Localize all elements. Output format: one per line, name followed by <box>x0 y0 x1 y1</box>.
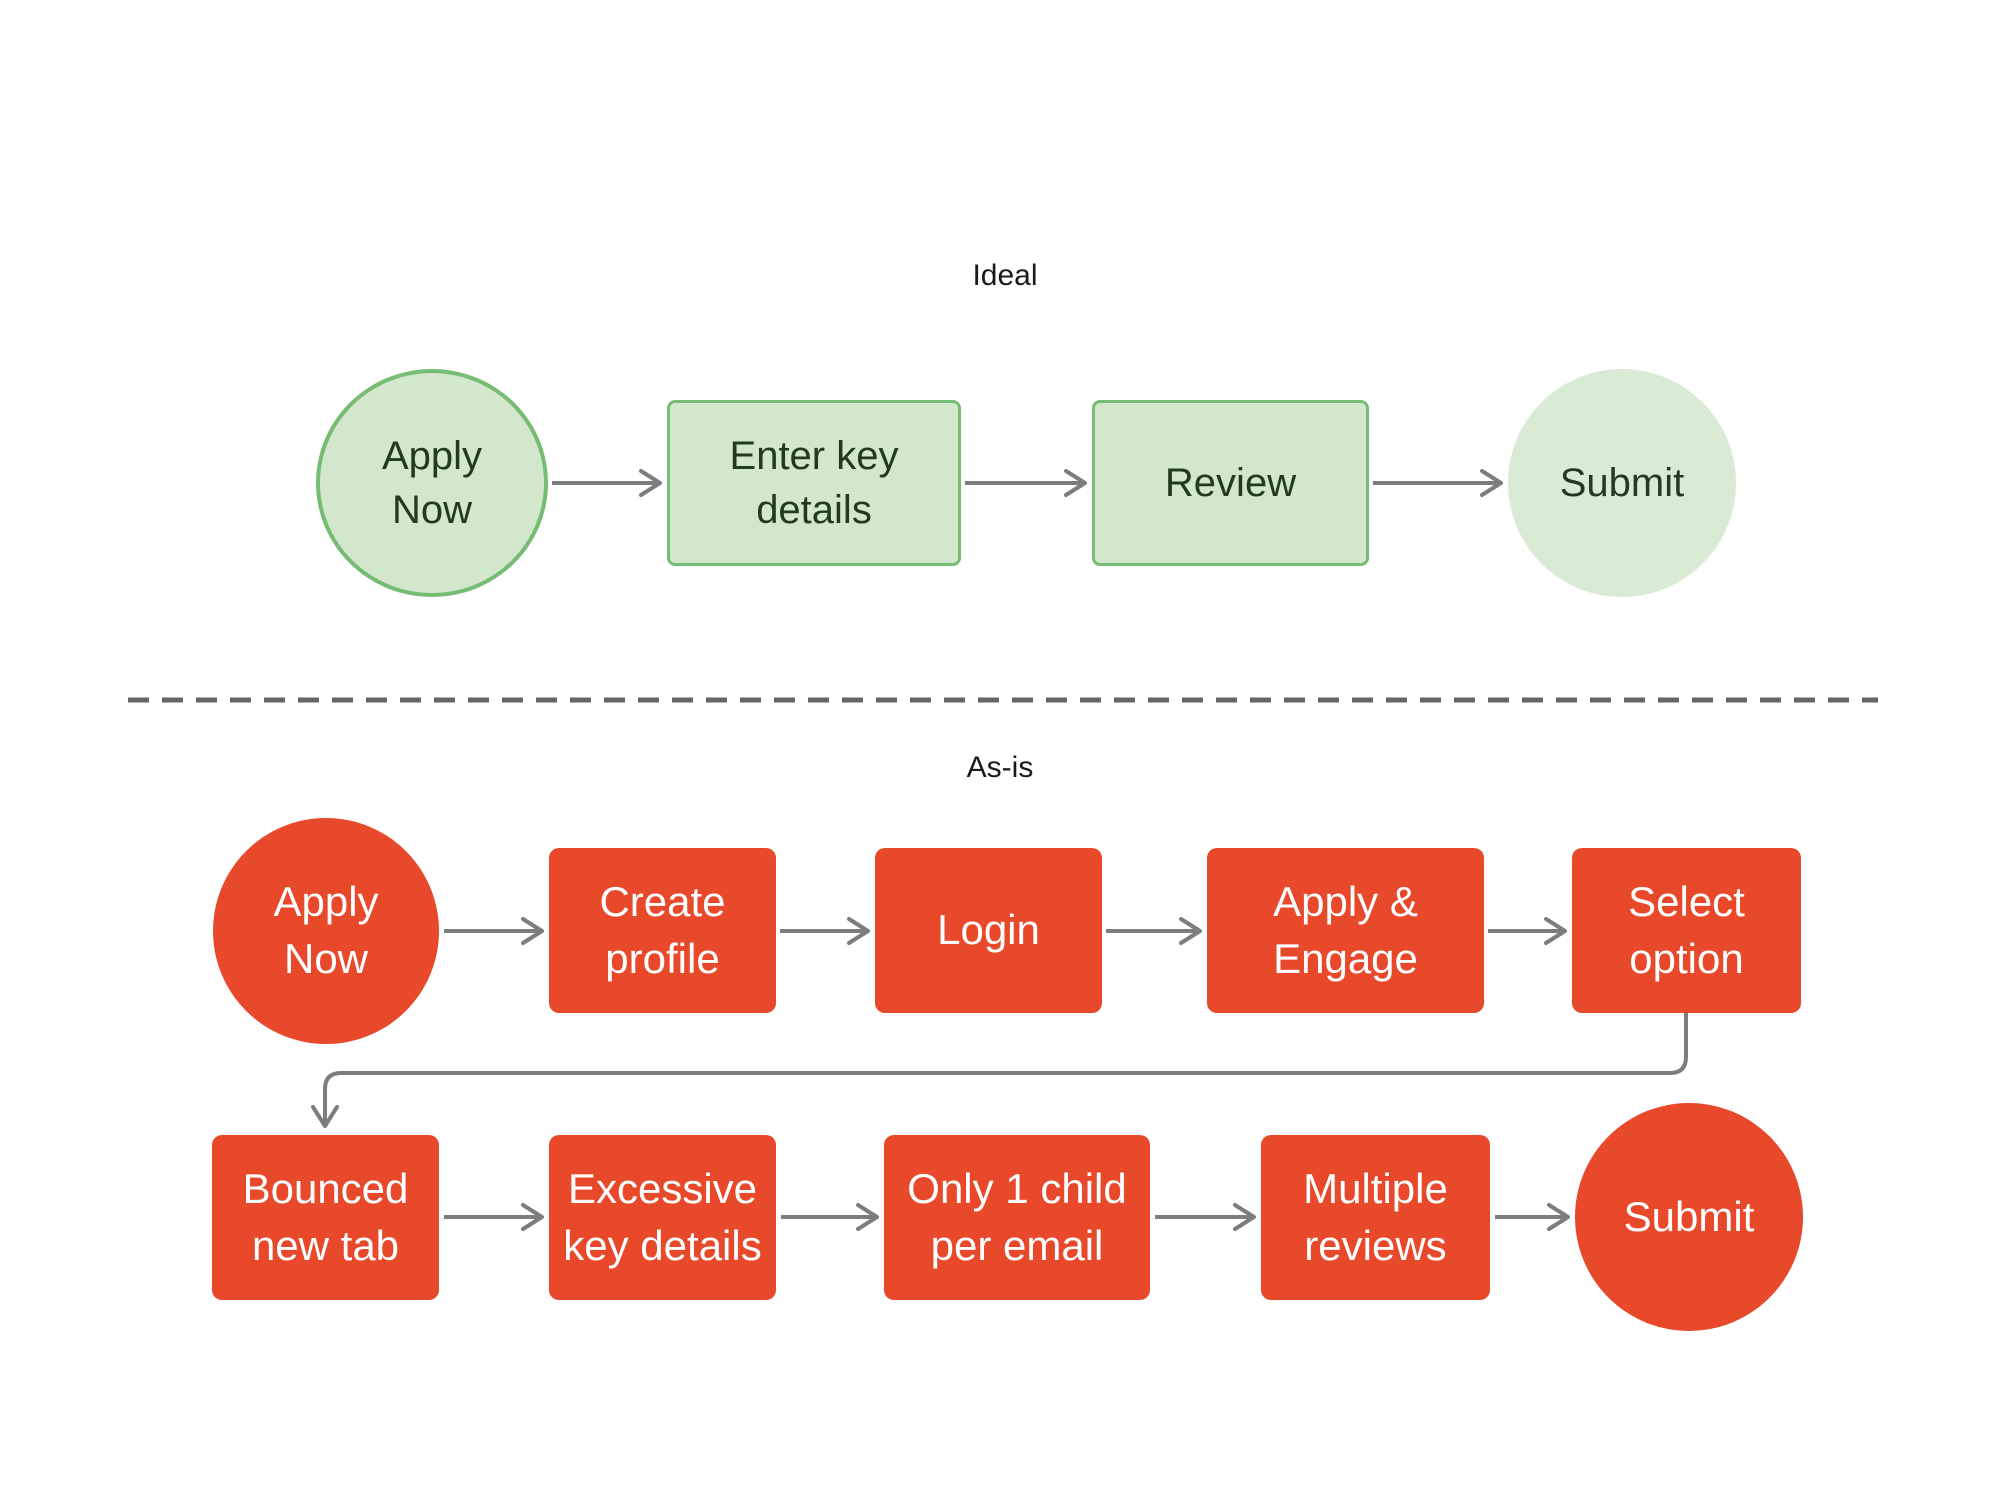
node-asis-select-option: Select option <box>1572 848 1801 1013</box>
section-label-ideal: Ideal <box>972 259 1038 292</box>
node-ideal-review: Review <box>1092 400 1369 566</box>
node-asis-multiple-reviews: Multiple reviews <box>1261 1135 1490 1300</box>
connector-select-to-bounced <box>311 1013 1688 1128</box>
node-asis-apply-now: Apply Now <box>213 818 439 1044</box>
node-asis-login: Login <box>875 848 1102 1013</box>
node-asis-only-one-child: Only 1 child per email <box>884 1135 1150 1300</box>
node-asis-create-profile: Create profile <box>549 848 776 1013</box>
node-ideal-enter-key-details: Enter key details <box>667 400 961 566</box>
node-asis-submit: Submit <box>1575 1103 1803 1331</box>
node-asis-bounced-new-tab: Bounced new tab <box>212 1135 439 1300</box>
node-ideal-submit: Submit <box>1508 369 1736 597</box>
node-asis-apply-engage: Apply & Engage <box>1207 848 1484 1013</box>
section-label-as-is: As-is <box>966 751 1034 784</box>
node-asis-excessive-key-details: Excessive key details <box>549 1135 776 1300</box>
node-ideal-apply-now: Apply Now <box>316 369 548 597</box>
